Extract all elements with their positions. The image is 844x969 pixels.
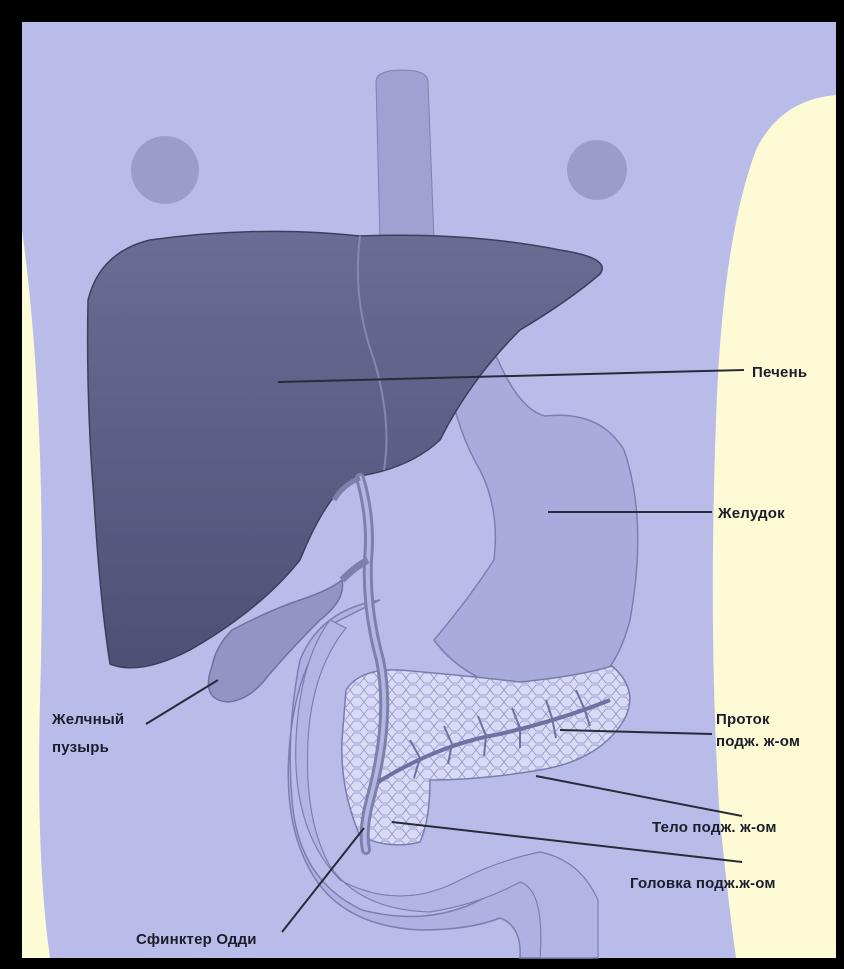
pancreas-body-label: Тело подж. ж-ом	[652, 819, 777, 836]
pancreatic-duct-label-line2: подж. ж-ом	[716, 733, 800, 750]
gallbladder-label-line1: Желчный	[51, 711, 124, 728]
pancreas-head-label: Головка подж.ж-ом	[630, 875, 776, 892]
sphincter-oddi-label: Сфинктер Одди	[136, 931, 257, 948]
liver-label: Печень	[752, 364, 807, 381]
pancreatic-duct-label-line1: Проток	[716, 711, 770, 728]
right-nipple-mark	[567, 140, 627, 200]
gallbladder-label-line2: пузырь	[52, 739, 109, 756]
stomach-label: Желудок	[717, 505, 785, 522]
esophagus	[376, 70, 434, 240]
left-nipple-mark	[131, 136, 199, 204]
